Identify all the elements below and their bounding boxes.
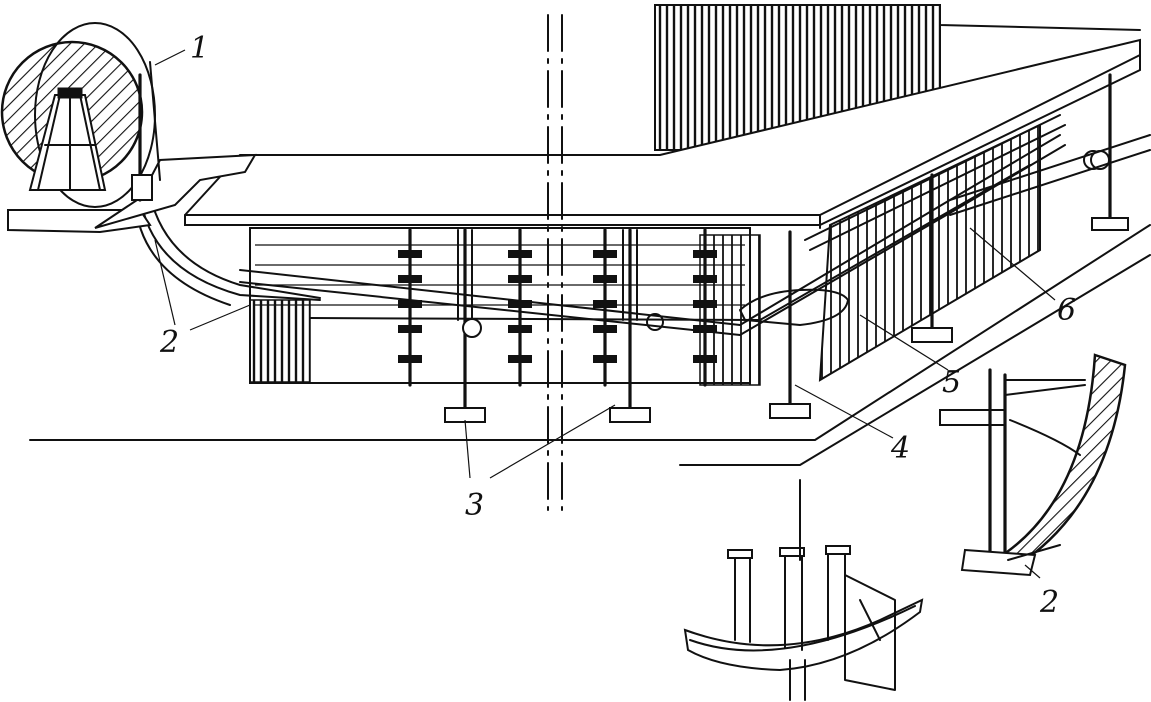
- leader-lines: [154, 49, 1056, 579]
- callout-labels: 1 2 3 4 5 6 2: [159, 31, 1076, 620]
- main-slab: [184, 38, 1141, 386]
- callout-3: 3: [465, 488, 484, 523]
- floor-lines: [29, 224, 1151, 466]
- callout-6: 6: [1057, 293, 1076, 328]
- callout-1: 1: [190, 31, 209, 66]
- axis-line: [547, 14, 563, 511]
- support-posts: [398, 228, 717, 387]
- callout-2-detail: 2: [1039, 585, 1059, 620]
- guide-rails: [239, 114, 1151, 336]
- callout-4: 4: [890, 431, 910, 466]
- detail-bracket: [939, 353, 1127, 577]
- callout-5: 5: [942, 365, 961, 400]
- reel-assembly: [0, 22, 257, 234]
- callout-2-main: 2: [159, 325, 179, 360]
- detail-curved-rail: [683, 479, 924, 701]
